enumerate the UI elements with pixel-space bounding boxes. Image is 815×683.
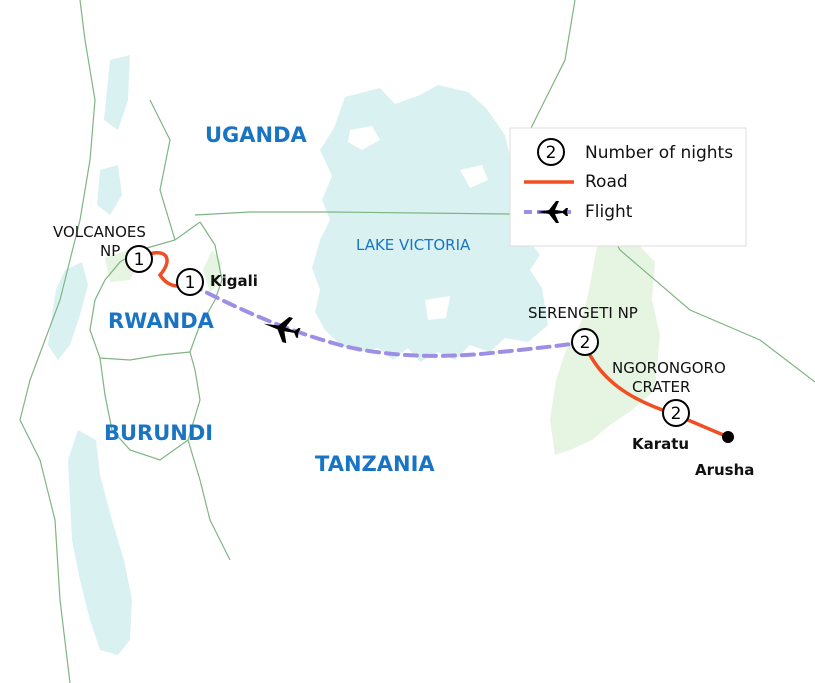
airplane-icon: [263, 316, 301, 344]
lake-albert: [104, 55, 130, 130]
border-rwanda-west: [89, 249, 141, 359]
stop-nights-serengeti: 2: [580, 333, 591, 353]
lake-edward: [97, 165, 122, 215]
border-burundi: [99, 351, 201, 461]
stop-circle: [125, 245, 153, 273]
arusha-dot: [722, 431, 734, 443]
lake-island: [348, 126, 380, 150]
country-label-burundi: BURUNDI: [104, 421, 213, 445]
lake-island: [425, 296, 450, 320]
place-label-kigali: Kigali: [210, 272, 258, 290]
place-label-karatu: Karatu: [632, 435, 689, 453]
place-label-ngorongoro-1: NGORONGORO: [612, 359, 726, 377]
akagera-park-area: [203, 250, 222, 292]
country-label-tanzania: TANZANIA: [315, 452, 435, 476]
legend-airplane-icon: [537, 201, 568, 223]
legend: 2 Number of nights Road Flight: [509, 127, 747, 247]
border-rwanda-south: [99, 351, 191, 361]
border-uganda-west: [149, 99, 176, 241]
lake-tanganyika: [68, 430, 132, 655]
legend-nights-sample: 2: [546, 143, 557, 163]
place-label-volcanoes-2: NP: [100, 242, 120, 260]
stop-circle: [176, 268, 204, 296]
lake-island: [460, 165, 488, 188]
stop-nights-karatu: 2: [671, 404, 682, 424]
place-label-serengeti: SERENGETI NP: [528, 304, 638, 322]
border-drc: [19, 0, 96, 683]
border-rwanda-east: [189, 221, 223, 353]
stop-circle: [571, 328, 599, 356]
stop-nights-volcanoes: 1: [134, 250, 145, 270]
place-label-arusha: Arusha: [695, 461, 754, 479]
stop-marker-kigali: 1: [176, 268, 204, 296]
flight-route: [188, 282, 587, 358]
country-label-uganda: UGANDA: [205, 123, 308, 147]
place-label-ngorongoro-2: CRATER: [632, 378, 690, 396]
place-label-volcanoes-1: VOLCANOES: [53, 223, 146, 241]
lake-kivu: [48, 262, 88, 360]
stop-marker-volcanoes: 1: [125, 245, 153, 273]
legend-nights-circle: [537, 138, 565, 166]
stop-marker-serengeti: 2: [571, 328, 599, 356]
legend-flight-label: Flight: [585, 202, 633, 222]
lake-victoria-label: LAKE VICTORIA: [356, 236, 471, 254]
legend-nights-label: Number of nights: [585, 143, 733, 163]
stop-marker-karatu: 2: [662, 399, 690, 427]
legend-road-label: Road: [585, 172, 628, 192]
serengeti-park-area: [550, 238, 660, 455]
stop-nights-kigali: 1: [185, 273, 196, 293]
country-label-rwanda: RWANDA: [108, 309, 215, 333]
border-rwanda-north: [139, 221, 201, 251]
lake-victoria: [312, 85, 548, 362]
border-tanzania-burundi: [187, 439, 231, 561]
stop-circle: [662, 399, 690, 427]
